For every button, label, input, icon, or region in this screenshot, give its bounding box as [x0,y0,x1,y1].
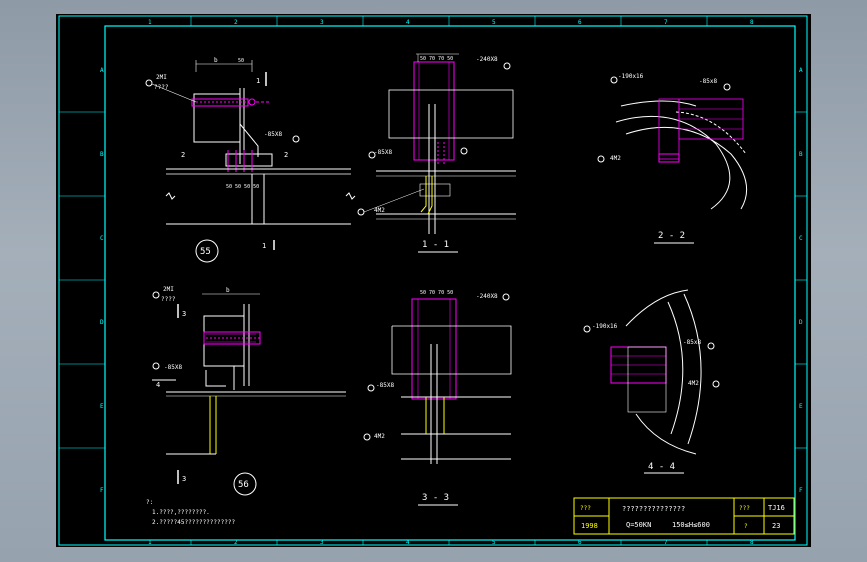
col-label-top: 7 [664,19,668,26]
label-4m2-1-1: 4M2 [374,207,385,214]
row-label-left: B [100,151,104,158]
row-label-left: A [100,67,104,74]
col-label-bottom: 7 [664,539,668,546]
dim-b-56: b [226,287,230,294]
cut-mark-2: 2 [181,151,185,159]
label-85x8-1-1: -85X8 [374,149,392,156]
label-85x8-3-3: -85X8 [376,382,394,389]
notes-header: ?: [146,499,153,506]
label-2mi-56: 2MI [163,286,174,293]
row-label-right: A [799,67,803,74]
col-label-bottom: 4 [406,539,410,546]
view-3-3-section: -240X8 50 70 70 50 -85X8 4M2 3 - 3 [363,290,512,506]
row-label-left: E [100,403,104,410]
title-1-1: 1 - 1 [422,240,449,250]
col-label-top: 8 [750,19,754,26]
notes-block: ?: 1.????,????????. 2.?????45???????????… [146,499,235,526]
detail-ref-56: 56 [238,480,249,490]
col-label-bottom: 8 [750,539,754,546]
label-q-56: ???? [161,296,176,303]
col-label-bottom: 2 [234,539,238,546]
row-label-right: F [799,487,803,494]
cad-drawing-canvas: 1 2 3 4 5 6 7 8 1 2 3 4 5 6 7 8 A B C D … [58,15,808,546]
row-label-right: B [799,151,803,158]
cut-mark-1-bottom: 1 [262,242,266,250]
view-1-1-section: 50 70 70 50 -240X8 -85X8 4M2 1 - 1 [357,53,516,253]
plate-label-4-4: -190x16 [592,323,618,330]
row-label-left: D [100,319,104,326]
title-block-height-range: 150≤H≤600 [672,521,710,529]
detail-ref-55: 55 [200,247,211,257]
col-label-bottom: 6 [578,539,582,546]
view-55-elevation: b 50 1 2MI ???? -85X8 2 2 50 50 50 50 55… [145,57,356,263]
title-block: ??? 1998 ??????????????? Q=50KN 150≤H≤60… [573,497,795,535]
label-85x8-56: -85X8 [164,364,182,371]
label-4m2-4-4: 4M2 [688,380,699,387]
row-label-right: E [799,403,803,410]
title-block-page-value: 23 [772,522,780,530]
inner-frame [104,25,796,541]
title-block-left-top: ??? [580,505,591,512]
dim-ticks: 50 50 50 50 [226,184,259,190]
cut-mark-4: 4 [156,381,160,389]
notes-line-2: 2.?????45?????????????? [152,519,235,526]
cut-mark-3-bottom: 3 [182,475,186,483]
col-label-top: 2 [234,19,238,26]
col-label-bottom: 5 [492,539,496,546]
cut-mark-1: 1 [256,77,260,85]
label-85x8: -85X8 [264,131,282,138]
label-4m2-3-3: 4M2 [374,433,385,440]
col-label-bottom: 1 [148,539,152,546]
label-85x8-4-4: -85x8 [683,339,701,346]
col-label-bottom: 3 [320,539,324,546]
col-label-top: 6 [578,19,582,26]
title-block-year: 1998 [581,522,598,530]
col-label-top: 3 [320,19,324,26]
title-block-title: ??????????????? [622,505,685,513]
title-2-2: 2 - 2 [658,231,685,241]
view-2-2-plan: -190x16 -85x8 4M2 2 - 2 [597,73,748,244]
col-label-top: 1 [148,19,152,26]
title-3-3: 3 - 3 [422,493,449,503]
view-56-elevation: b 2MI ???? 3 -85X8 4 3 56 [152,286,346,496]
title-block-page-label: ? [744,523,748,530]
dims-1-1: 50 70 70 50 [420,56,453,62]
title-4-4: 4 - 4 [648,462,675,472]
row-label-left: F [100,487,104,494]
drawing-viewport[interactable]: 1 2 3 4 5 6 7 8 1 2 3 4 5 6 7 8 A B C D … [56,14,811,547]
dim-b: b [214,57,218,64]
col-label-top: 5 [492,19,496,26]
title-block-load: Q=50KN [626,521,651,529]
label-q: ???? [154,84,169,91]
row-label-right: C [799,235,803,242]
title-block-code-value: TJ16 [768,504,785,512]
row-label-left: C [100,235,104,242]
cut-mark-2-right: 2 [284,151,288,159]
row-label-right: D [799,319,803,326]
label-85x8-2-2: -85x8 [699,78,717,85]
outer-frame [58,15,808,546]
plate-label-2-2: -190x16 [618,73,644,80]
dim-50: 50 [238,58,244,64]
notes-line-1: 1.????,????????. [152,509,210,516]
dims-3-3: 50 70 70 50 [420,290,453,296]
title-block-code-label: ??? [739,505,750,512]
plate-label-3-3: -240X8 [476,293,498,300]
col-label-top: 4 [406,19,410,26]
label-2mi: 2MI [156,74,167,81]
cut-mark-3: 3 [182,310,186,318]
view-4-4-plan: -190x16 -85x8 4M2 4 - 4 [583,289,720,474]
plate-label-1-1: -240X8 [476,56,498,63]
label-4m2-2-2: 4M2 [610,155,621,162]
